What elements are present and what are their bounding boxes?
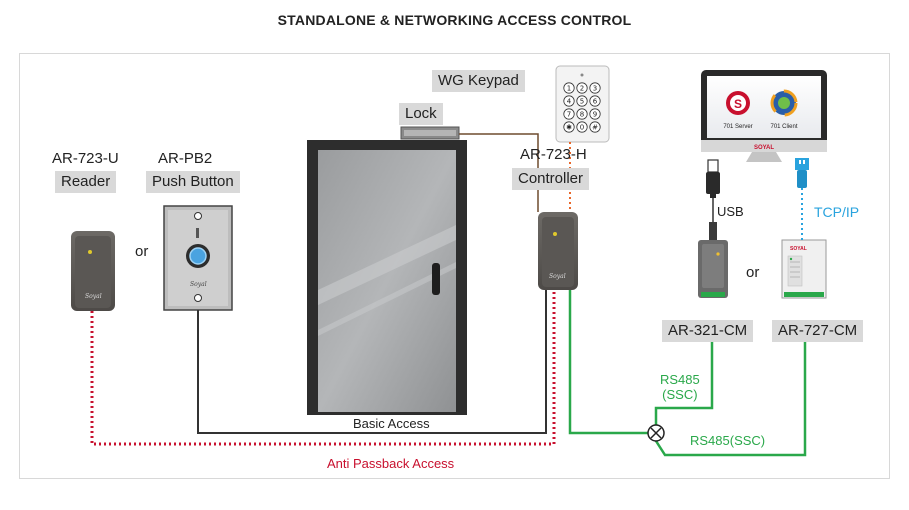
svg-text:S: S <box>734 97 742 111</box>
client-label: 701 Client <box>770 124 797 130</box>
anti-passback-wire <box>90 290 556 446</box>
keypad-key <box>589 121 601 133</box>
svg-text:Soyal: Soyal <box>85 293 102 300</box>
diagram-title: STANDALONE & NETWORKING ACCESS CONTROL <box>277 12 632 28</box>
ar727-rs485-wire <box>654 340 807 457</box>
keypad-key <box>589 95 601 107</box>
lock-device <box>400 126 460 140</box>
keypad-key-label: 6 <box>593 98 598 106</box>
ar321-rs485-wire <box>654 340 714 425</box>
rs485-ssc-left: RS485 (SSC) <box>660 372 700 402</box>
keypad-key <box>576 121 588 133</box>
keypad-key-label: 7 <box>567 111 571 119</box>
monitor-brand: SOYAL <box>754 145 774 151</box>
reader-label: Reader <box>55 171 117 193</box>
tcpip-label: TCP/IP <box>814 204 860 220</box>
keypad-key-label: 3 <box>593 85 597 93</box>
controller-model: AR-723-H <box>520 146 587 163</box>
keypad-key-label: 8 <box>580 111 584 119</box>
keypad-key-label: ✱ <box>566 124 572 132</box>
usb-label: USB <box>717 204 744 219</box>
controller-label: Controller <box>512 168 590 190</box>
anti-passback-label: Anti Passback Access <box>327 456 455 471</box>
keypad-key <box>576 82 588 94</box>
ethernet-plug-icon <box>795 158 809 188</box>
keypad-key <box>563 108 575 120</box>
keypad-key-label: 5 <box>580 98 584 106</box>
or-label-right: or <box>746 264 760 281</box>
ar-727-cm-device: SOYAL <box>781 239 827 299</box>
keypad-key <box>589 82 601 94</box>
or-label-left: or <box>135 243 149 260</box>
controller-device: Soyal <box>538 212 578 290</box>
svg-text:Soyal: Soyal <box>190 281 207 288</box>
ar-321-cm-device <box>698 222 728 298</box>
keypad-key <box>576 108 588 120</box>
device-brand: SOYAL <box>790 246 807 252</box>
keypad-key-label: 9 <box>593 111 597 119</box>
controller-rs485-wire <box>568 290 648 435</box>
keypad-key <box>576 95 588 107</box>
pushbutton-model: AR-PB2 <box>158 150 213 167</box>
keypad-label: WG Keypad <box>432 70 525 92</box>
server-label: 701 Server <box>723 124 752 130</box>
keypad-key <box>563 121 575 133</box>
door <box>307 140 467 415</box>
keypad-key-label: # <box>592 124 598 132</box>
pushbutton-label: Push Button <box>146 171 240 193</box>
keypad-key <box>589 108 601 120</box>
ar-727-cm-label: AR-727-CM <box>772 320 864 342</box>
diagram-frame <box>19 53 890 479</box>
basic-access-label: Basic Access <box>353 416 430 431</box>
keypad-key-label: 2 <box>580 85 584 93</box>
rs485-ssc-right: RS485(SSC) <box>690 433 766 448</box>
keypad-key <box>563 95 575 107</box>
basic-access-wire <box>197 290 547 434</box>
rs485-junction-icon <box>647 424 665 442</box>
monitor: SOYAL S 701 Server 701 Client <box>701 70 827 162</box>
reader-device: Soyal <box>71 231 115 311</box>
keypad-key <box>563 82 575 94</box>
keypad-key-label: 4 <box>567 98 572 106</box>
usb-plug-icon <box>706 159 720 198</box>
ar-321-cm-label: AR-321-CM <box>662 320 754 342</box>
svg-text:Soyal: Soyal <box>549 273 566 280</box>
lock-label: Lock <box>399 103 443 125</box>
keypad-key-label: 1 <box>567 85 571 93</box>
reader-model: AR-723-U <box>52 150 119 167</box>
push-button-device: Soyal <box>163 205 233 311</box>
keypad-key-label: 0 <box>580 124 584 132</box>
